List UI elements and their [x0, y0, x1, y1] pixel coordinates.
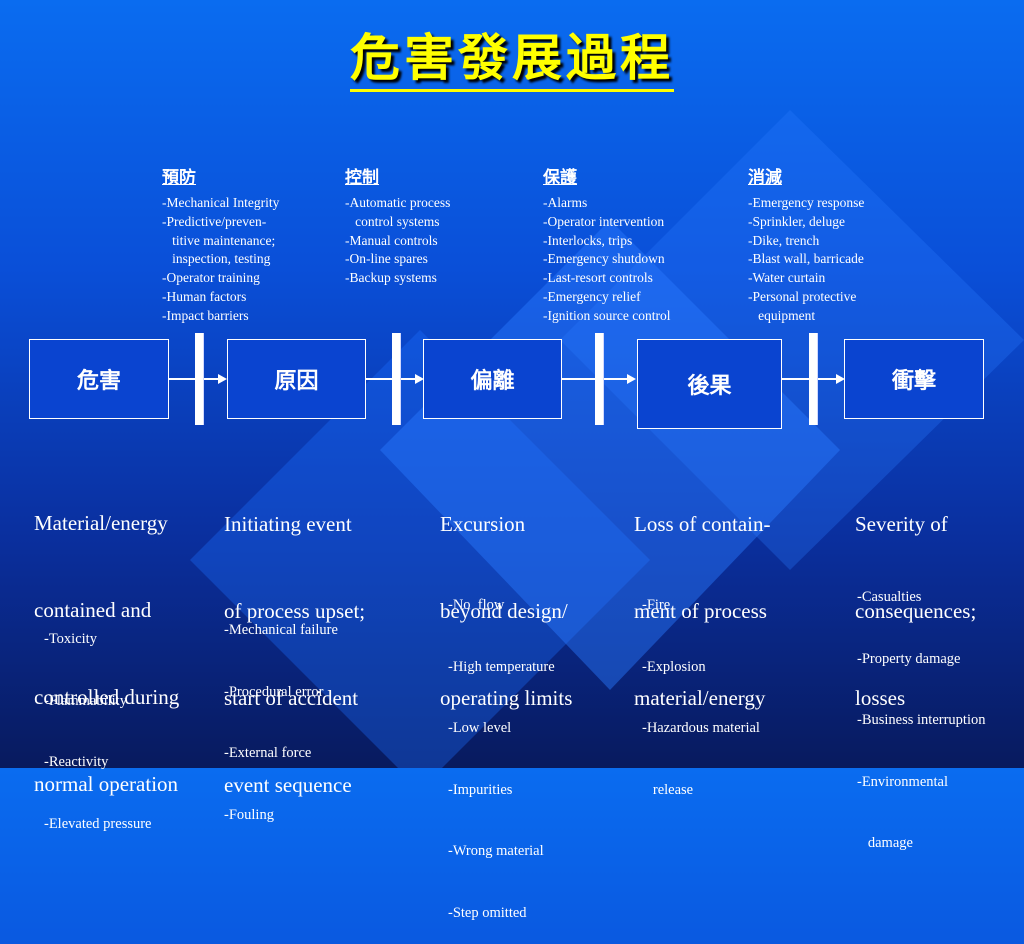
- list-item: -Business interruption: [857, 712, 986, 728]
- barrier-item: -Blast wall, barricade: [748, 251, 864, 267]
- list-item: -Mechanical failure: [224, 622, 338, 638]
- background-diamond-pattern: [190, 110, 1024, 768]
- flow-connector: [169, 378, 195, 380]
- barrier-heading: 保護: [543, 168, 577, 188]
- stage-description: Excursion beyond design/ operating limit…: [440, 512, 573, 710]
- barrier-bar: [392, 333, 400, 425]
- barrier-item: titive maintenance;: [162, 232, 276, 248]
- stage-box-consequence: 後果: [637, 339, 782, 429]
- list-item: -No flow: [448, 597, 505, 613]
- stage-description: Severity of consequences; losses: [855, 512, 977, 710]
- barrier-heading: 預防: [162, 168, 196, 188]
- barrier-item: -Emergency response: [748, 195, 865, 210]
- stage-label: 衝擊: [891, 369, 936, 394]
- list-item: -Wrong material: [448, 843, 544, 859]
- barrier-item: -Last-resort controls: [543, 270, 653, 286]
- list-item: -Property damage: [857, 650, 961, 667]
- background-diamond: [380, 220, 840, 690]
- barrier-item: -Personal protective: [748, 288, 857, 304]
- flow-connector: [782, 378, 809, 380]
- barrier-item: control systems: [345, 213, 440, 229]
- list-item: -Elevated pressure: [44, 815, 152, 832]
- stage-label: 原因: [274, 369, 319, 394]
- list-item: -Explosion: [642, 658, 706, 675]
- list-item: -Environmental: [857, 773, 949, 790]
- barrier-item: -Human factors: [162, 288, 247, 304]
- barrier-column-control: 控制 -Automatic process control systems -M…: [345, 163, 450, 288]
- stage-label: 危害: [76, 369, 121, 394]
- flow-connector: [400, 378, 416, 380]
- page-title: 危害發展過程: [0, 18, 1024, 92]
- barrier-item: -Ignition source control: [543, 307, 671, 323]
- list-item: -Fire: [642, 597, 671, 613]
- stage-item-list: -Casualties -Property damage -Business i…: [857, 546, 985, 874]
- barrier-item: -Impact barriers: [162, 307, 249, 323]
- flow-connector: [562, 378, 595, 380]
- list-item: -External force: [224, 745, 312, 761]
- arrow-head: [627, 374, 636, 384]
- list-item: -Casualties: [857, 589, 922, 605]
- background-diamond: [560, 110, 1024, 570]
- list-item: -Hazardous material: [642, 720, 760, 736]
- barrier-item: -Emergency shutdown: [543, 251, 665, 267]
- stage-item-list: -No flow -High temperature -Low level -I…: [448, 554, 555, 944]
- list-item: -Reactivity: [44, 754, 109, 770]
- barrier-item: -Operator training: [162, 270, 260, 286]
- list-item: -Toxicity: [44, 631, 97, 647]
- barrier-item: -Mechanical Integrity: [162, 195, 280, 210]
- barrier-item: -Dike, trench: [748, 232, 820, 248]
- list-item: -Fouling: [224, 806, 274, 823]
- stage-item-list: -Fire -Explosion -Hazardous material rel…: [642, 554, 760, 821]
- barrier-heading: 控制: [345, 168, 379, 188]
- list-item: release: [642, 781, 694, 798]
- stage-box-cause: 原因: [227, 339, 366, 419]
- barrier-item: -Water curtain: [748, 270, 826, 286]
- barrier-item: -Sprinkler, deluge: [748, 213, 845, 229]
- stage-label: 偏離: [470, 369, 515, 394]
- flow-connector: [603, 378, 627, 380]
- barrier-item: inspection, testing: [162, 251, 271, 267]
- barrier-item: -On-line spares: [345, 251, 428, 267]
- stage-description: Loss of contain- ment of process materia…: [634, 512, 771, 710]
- barrier-item: -Operator intervention: [543, 213, 665, 229]
- list-item: -Low level: [448, 720, 512, 736]
- stage-box-hazard: 危害: [29, 339, 169, 419]
- flow-connector: [203, 378, 219, 380]
- stage-item-list: -Toxicity -Flammability -Reactivity -Ele…: [44, 588, 152, 855]
- barrier-item: -Automatic process: [345, 195, 451, 210]
- list-item: -Flammability: [44, 692, 127, 709]
- list-item: -Step omitted: [448, 904, 527, 921]
- background-diamond: [190, 330, 650, 768]
- list-item: -Impurities: [448, 781, 513, 798]
- barrier-column-prevention: 預防 -Mechanical Integrity -Predictive/pre…: [162, 163, 279, 326]
- barrier-heading: 消減: [748, 168, 782, 188]
- barrier-column-protection: 保護 -Alarms -Operator intervention -Inter…: [543, 163, 670, 326]
- arrow-head: [415, 374, 424, 384]
- list-item: damage: [857, 835, 913, 851]
- stage-box-impact: 衝擊: [844, 339, 984, 419]
- arrow-head: [836, 374, 845, 384]
- barrier-item: -Interlocks, trips: [543, 232, 633, 248]
- barrier-column-mitigation: 消減 -Emergency response -Sprinkler, delug…: [748, 163, 864, 326]
- barrier-bar: [195, 333, 203, 425]
- list-item: -High temperature: [448, 658, 555, 675]
- stage-box-deviation: 偏離: [423, 339, 562, 419]
- stage-item-list: -Mechanical failure -Procedural error -E…: [224, 579, 338, 846]
- barrier-item: -Alarms: [543, 195, 588, 210]
- barrier-bar: [809, 333, 817, 425]
- list-item: -Procedural error: [224, 683, 324, 700]
- barrier-item: equipment: [748, 307, 816, 323]
- arrow-head: [218, 374, 227, 384]
- barrier-item: -Predictive/preven-: [162, 213, 267, 229]
- flow-connector: [817, 378, 837, 380]
- barrier-item: -Emergency relief: [543, 288, 641, 304]
- barrier-bar: [595, 333, 603, 425]
- stage-label: 後果: [687, 374, 732, 399]
- flow-connector: [366, 378, 392, 380]
- barrier-item: -Manual controls: [345, 232, 438, 248]
- barrier-item: -Backup systems: [345, 270, 437, 286]
